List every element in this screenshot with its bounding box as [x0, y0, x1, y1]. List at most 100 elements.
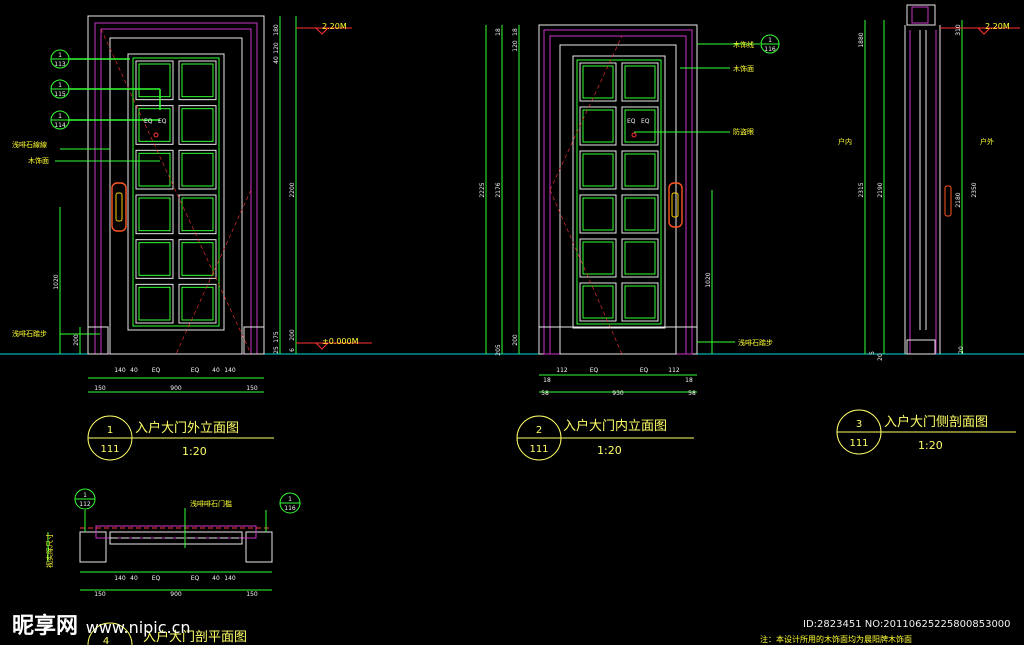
plan-section — [47, 508, 273, 591]
door-panel-inner — [624, 65, 656, 99]
door-panel — [178, 149, 217, 190]
door-panel-inner — [624, 197, 656, 231]
dim-text: 112 — [668, 367, 680, 374]
door-panel — [178, 239, 217, 279]
watermark-url: www.nipic.cn — [85, 618, 191, 637]
ref-bubble-116-a: 1 116 — [760, 34, 780, 54]
view-title: 入户大门内立面图 — [563, 418, 667, 434]
watermark-brand: 昵享网 — [12, 614, 79, 639]
elev-top-mark-2 — [977, 27, 991, 35]
door-panel — [135, 194, 174, 235]
dim-text: 175 — [273, 331, 280, 343]
dim-text: 58 — [541, 390, 549, 397]
view-sheet: 111 — [100, 444, 119, 455]
door-panel — [135, 149, 174, 190]
dims-side: 1880 2315 2190 2180 2350 310 20 20 5 — [858, 24, 978, 361]
lintel — [906, 4, 936, 26]
door-panel — [621, 150, 659, 190]
door-panel-inner — [181, 242, 214, 276]
dim-text: 20 — [877, 353, 884, 361]
dim-text: EQ — [191, 367, 200, 374]
door-panel — [178, 60, 217, 101]
sill-section — [906, 339, 936, 355]
dim-text: 1020 — [705, 272, 712, 287]
footnote: 注：本设计所用的木饰面均为晨阳牌木饰面 — [760, 635, 912, 644]
door-panel-inner — [138, 108, 171, 142]
door-panel-inner — [181, 63, 214, 98]
peephole-2 — [631, 132, 637, 138]
door-panel-inner — [624, 285, 656, 319]
door-panel-inner — [138, 197, 171, 232]
door-panel — [579, 150, 617, 190]
dim-text: 2315 — [858, 182, 865, 197]
dim-text: 40 — [130, 575, 138, 582]
door-panel-inner — [624, 109, 656, 143]
eq-mark: EQ — [158, 118, 167, 125]
door-panels-2 — [579, 62, 659, 322]
elevation-top-3: 2.20M — [985, 22, 1010, 31]
dim-text: 5 — [869, 351, 876, 355]
architrave — [94, 22, 258, 355]
ref-sheet: 114 — [54, 122, 66, 129]
panel-border-2 — [572, 55, 666, 329]
dim-text: 40 — [273, 56, 280, 64]
door-panel — [135, 60, 174, 101]
dim-text: 180 — [273, 24, 280, 36]
ref-num: 1 — [83, 492, 87, 499]
outer-frame — [87, 15, 265, 355]
door-leaf — [109, 37, 243, 355]
door-panel-inner — [138, 152, 171, 187]
lintel-inner — [911, 6, 929, 24]
ref-num: 1 — [288, 496, 292, 503]
view-number: 2 — [536, 425, 542, 436]
door-panel-inner — [181, 152, 214, 187]
label-wall-size: 视实际尺寸 — [45, 533, 54, 568]
ref-sheet: 116 — [284, 505, 296, 512]
dim-text: 1020 — [53, 274, 60, 289]
dim-text: 140 — [224, 575, 236, 582]
ref-bubble-114: 1 114 — [50, 110, 70, 130]
dims-exterior: 150 900 150 140 40 EQ EQ 40 140 180 120 … — [53, 24, 296, 392]
view-title-3: 3 111 入户大门侧剖面图 1:20 — [836, 409, 1016, 455]
label-inside: 户内 — [838, 137, 852, 146]
door-panel — [579, 282, 617, 322]
ref-sheet: 116 — [764, 46, 776, 53]
plinth-right — [243, 326, 265, 355]
wall-left-plan — [79, 531, 107, 563]
ref-sheet: 112 — [79, 501, 91, 508]
view-scale: 1:20 — [597, 444, 622, 457]
opening-line-2 — [175, 189, 252, 355]
door-panel — [178, 194, 217, 235]
eq-mark: EQ — [144, 118, 153, 125]
watermark: 昵享网 www.nipic.cn — [12, 608, 191, 640]
door-panel — [579, 62, 617, 102]
door-panel-inner — [582, 241, 614, 275]
view-number: 3 — [856, 419, 862, 430]
label-outside: 户外 — [980, 137, 994, 146]
view-sheet: 111 — [849, 438, 868, 449]
dim-text: 900 — [170, 385, 182, 392]
interior-elevation — [485, 24, 760, 393]
view-title: 入户大门剖平面图 — [143, 629, 247, 645]
view-title-4: 4 入户大门剖平面图 — [87, 622, 247, 645]
peephole — [153, 132, 159, 138]
view-sheet: 111 — [529, 444, 548, 455]
dim-text: EQ — [152, 367, 161, 374]
view-number: 1 — [107, 425, 113, 436]
dim-text: 2200 — [289, 182, 296, 197]
door-panel — [621, 106, 659, 146]
architrave-2 — [543, 29, 693, 355]
door-panel — [621, 194, 659, 234]
elev-top-mark — [315, 27, 329, 35]
dim-text: 40 — [212, 367, 220, 374]
dim-text: 140 — [114, 575, 126, 582]
dim-text: 40 — [130, 367, 138, 374]
dims-interior: 58 18 112 EQ EQ 112 18 930 58 2225 2176 … — [479, 28, 712, 397]
ref-bubble-112: 1 112 — [74, 488, 96, 510]
dim-text: 2225 — [479, 182, 486, 197]
label-wood-face-2: 木饰面 — [733, 64, 754, 73]
dim-text: 930 — [612, 390, 624, 397]
door-panel — [178, 105, 217, 145]
ref-bubble-113: 1 113 — [50, 49, 70, 69]
